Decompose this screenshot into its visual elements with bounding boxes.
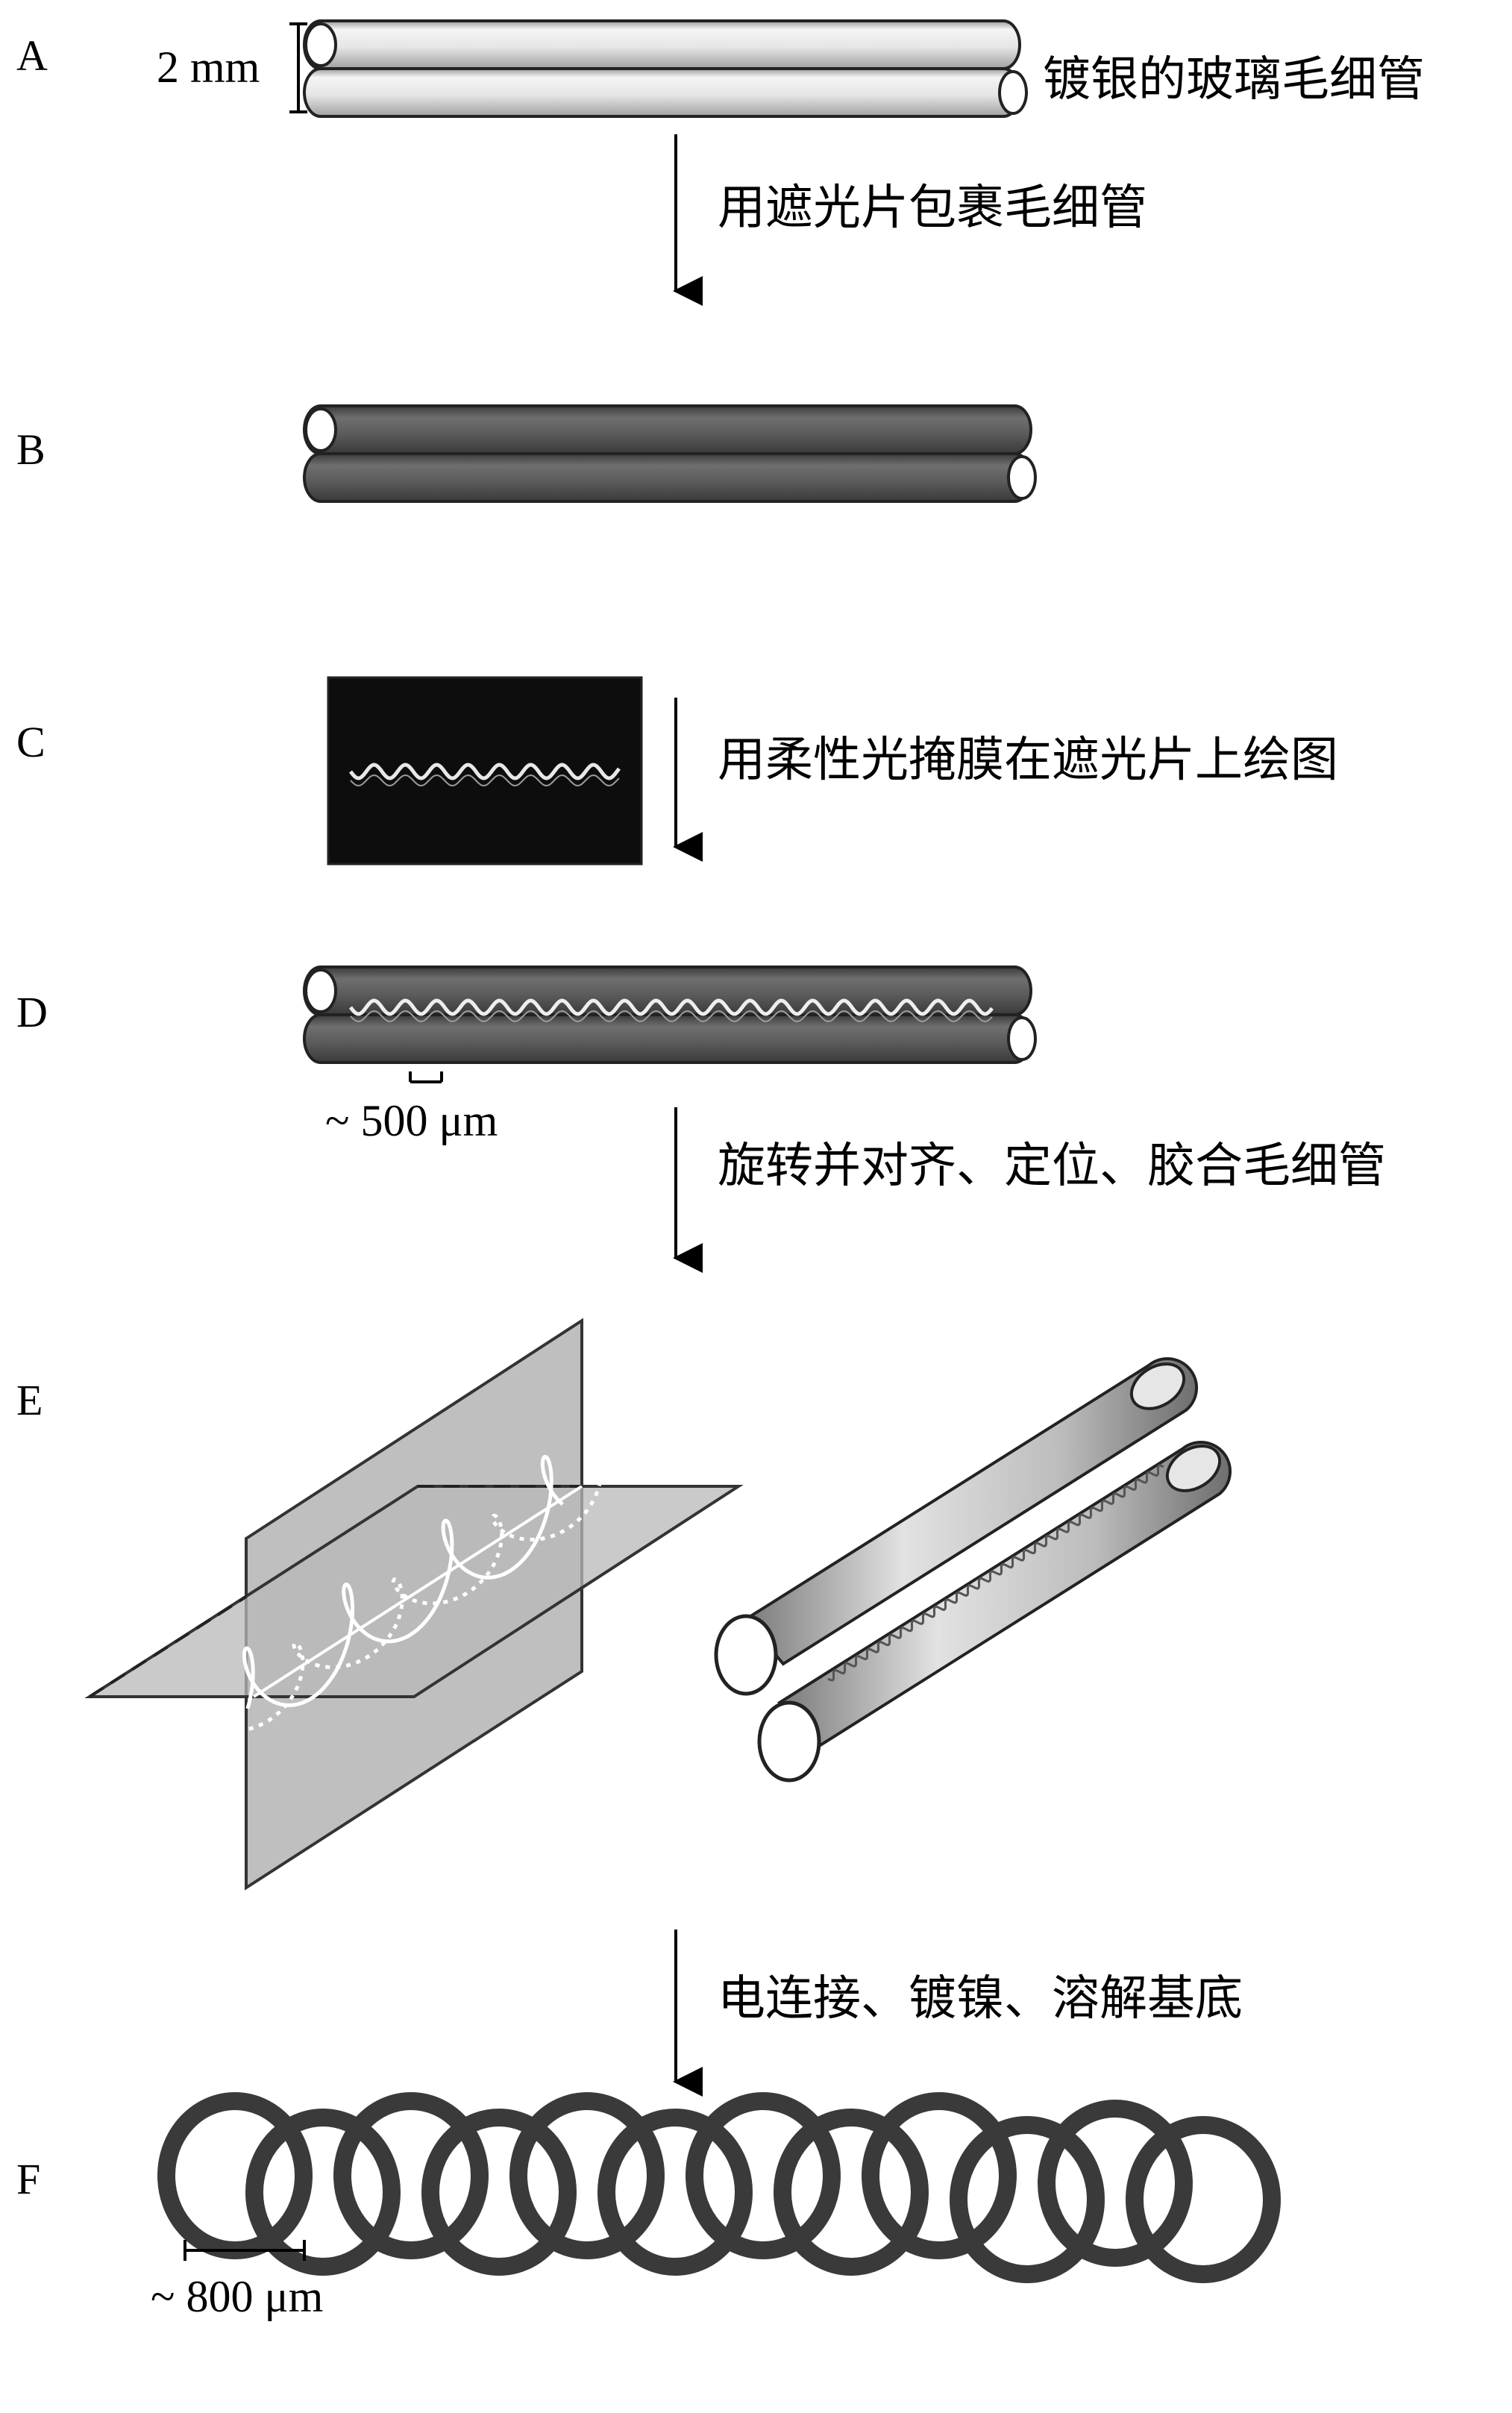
panel-f: F ~ 800 μm <box>16 2092 1281 2321</box>
wrapped-capillary-tube <box>303 404 1037 503</box>
panel-d: D ~ 500 μm <box>16 965 1037 1145</box>
ring-scale-label: ~ 800 μm <box>151 2272 323 2321</box>
ring-scale-bar <box>183 2240 306 2261</box>
panel-e: E <box>16 1318 1232 1891</box>
step-2: 用柔性光掩膜在遮光片上绘图 <box>673 698 1338 862</box>
chain-ring <box>245 2109 401 2276</box>
chain-ring <box>950 2116 1105 2283</box>
helix-strand-1 <box>242 1454 564 1709</box>
panel-b: B <box>16 404 1037 503</box>
period-scale-bracket <box>409 1071 443 1083</box>
step-3: 旋转并对齐、定位、胶合毛细管 <box>673 1107 1386 1273</box>
panel-label-a: A <box>16 31 48 80</box>
patterned-capillary-tube <box>303 965 1037 1064</box>
chain-ring <box>597 2109 753 2276</box>
chain-ring <box>421 2109 577 2276</box>
panel-label-f: F <box>16 2155 40 2203</box>
panel-a: A 2 mm 镀银的玻璃毛细管 <box>16 19 1425 118</box>
flexible-photomask <box>327 676 643 866</box>
chain-ring <box>686 2092 841 2259</box>
horizontal-plane <box>84 1485 744 1698</box>
chain-ring <box>509 2092 665 2259</box>
nickel-ring-chain <box>157 2092 1281 2283</box>
chain-ring <box>333 2092 489 2259</box>
panel-label-c: C <box>16 718 46 766</box>
helix-strand-2 <box>198 1474 603 1733</box>
step-1-label: 用遮光片包裹毛细管 <box>718 181 1147 236</box>
silver-capillary-tube <box>303 19 1028 118</box>
chain-ring <box>862 2092 1017 2259</box>
alignment-planes-illustration <box>84 1318 744 1891</box>
step-2-label: 用柔性光掩膜在遮光片上绘图 <box>718 733 1338 788</box>
chain-ring <box>774 2109 929 2276</box>
tube-wave-pattern <box>348 998 994 1016</box>
panel-label-b: B <box>16 425 46 474</box>
diameter-bracket <box>289 22 307 113</box>
panel-label-d: D <box>16 988 48 1036</box>
step-4: 电连接、镀镍、溶解基底 <box>673 1930 1243 2097</box>
diameter-label: 2 mm <box>157 43 260 92</box>
panel-c: C <box>16 676 643 866</box>
glued-capillary-pair <box>714 1356 1232 1783</box>
chain-ring <box>1038 2100 1193 2267</box>
seam-chain-pattern <box>827 1464 1164 1682</box>
chain-ring <box>1126 2116 1281 2283</box>
step-4-label: 电连接、镀镍、溶解基底 <box>718 1971 1243 2027</box>
capillary-name-label: 镀银的玻璃毛细管 <box>1043 52 1425 107</box>
period-scale-label: ~ 500 μm <box>325 1096 498 1145</box>
mask-wave-pattern <box>348 763 621 780</box>
panel-label-e: E <box>16 1376 43 1424</box>
step-3-label: 旋转并对齐、定位、胶合毛细管 <box>718 1139 1386 1194</box>
step-1: 用遮光片包裹毛细管 <box>673 134 1147 306</box>
